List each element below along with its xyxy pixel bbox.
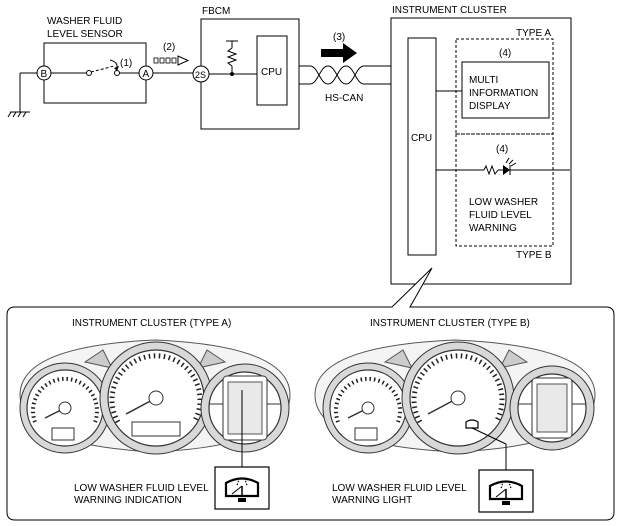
terminal-2s-label: 2S bbox=[195, 70, 206, 80]
detail-callout bbox=[6, 267, 615, 521]
ground-icon bbox=[7, 72, 38, 118]
warning-line3: WARNING bbox=[469, 223, 517, 234]
detail-right-title: INSTRUMENT CLUSTER (TYPE B) bbox=[370, 318, 530, 329]
type-a-callout: (4) bbox=[499, 48, 511, 59]
detail-right-caption-line2: WARNING LIGHT bbox=[332, 495, 412, 506]
sensor-label-line1: WASHER FLUID bbox=[47, 16, 122, 27]
resistor-icon bbox=[483, 164, 499, 176]
fbcm-cpu bbox=[256, 35, 288, 106]
cluster-type-a-illustration bbox=[19, 339, 291, 468]
cluster-cpu-label: CPU bbox=[411, 133, 432, 144]
detail-left-caption-line1: LOW WASHER FLUID LEVEL bbox=[74, 483, 209, 494]
display-line1: MULTI bbox=[469, 75, 498, 86]
signal-arrow: (2) bbox=[153, 42, 190, 66]
can-label: HS-CAN bbox=[325, 93, 363, 104]
warning-line1: LOW WASHER bbox=[469, 197, 538, 208]
type-b-label: TYPE B bbox=[516, 250, 552, 261]
cluster-cpu bbox=[407, 37, 437, 256]
detail-left-caption-line2: WARNING INDICATION bbox=[74, 495, 182, 506]
display-line2: INFORMATION bbox=[469, 88, 538, 99]
type-b-region bbox=[455, 133, 554, 247]
detail-left-title: INSTRUMENT CLUSTER (TYPE A) bbox=[72, 318, 231, 329]
fbcm-cpu-label: CPU bbox=[261, 67, 282, 78]
washer-fluid-level-sensor: WASHER FLUID LEVEL SENSOR B A (1) bbox=[7, 16, 154, 118]
callout-2: (2) bbox=[163, 42, 175, 53]
type-a-region bbox=[455, 38, 554, 135]
instrument-cluster-schematic: INSTRUMENT CLUSTER CPU TYPE A (4) MULTI … bbox=[390, 5, 572, 285]
windshield-washer-icon bbox=[478, 469, 534, 513]
windshield-washer-icon bbox=[214, 466, 270, 510]
sensor-label-line2: LEVEL SENSOR bbox=[47, 29, 123, 40]
detail-right-caption-line1: LOW WASHER FLUID LEVEL bbox=[332, 483, 467, 494]
type-a-label: TYPE A bbox=[516, 28, 551, 39]
callout-3: (3) bbox=[333, 32, 345, 43]
hs-can-bus: (3) HS-CAN bbox=[299, 32, 392, 104]
led-icon bbox=[498, 157, 570, 175]
data-flow-arrow bbox=[321, 43, 357, 63]
cluster-type-b-illustration bbox=[314, 339, 596, 470]
terminal-b-label: B bbox=[41, 69, 48, 80]
callout-1: (1) bbox=[120, 58, 132, 69]
cluster-title: INSTRUMENT CLUSTER bbox=[392, 5, 507, 16]
float-switch-icon bbox=[51, 59, 139, 76]
multi-information-display bbox=[461, 61, 550, 119]
fbcm: FBCM 2S CPU bbox=[192, 6, 300, 130]
display-line3: DISPLAY bbox=[469, 101, 511, 112]
pullup-resistor-icon bbox=[226, 40, 238, 76]
type-b-callout: (4) bbox=[496, 144, 508, 155]
fbcm-title: FBCM bbox=[202, 6, 230, 17]
warning-line2: FLUID LEVEL bbox=[469, 210, 532, 221]
terminal-a-label: A bbox=[143, 69, 150, 80]
